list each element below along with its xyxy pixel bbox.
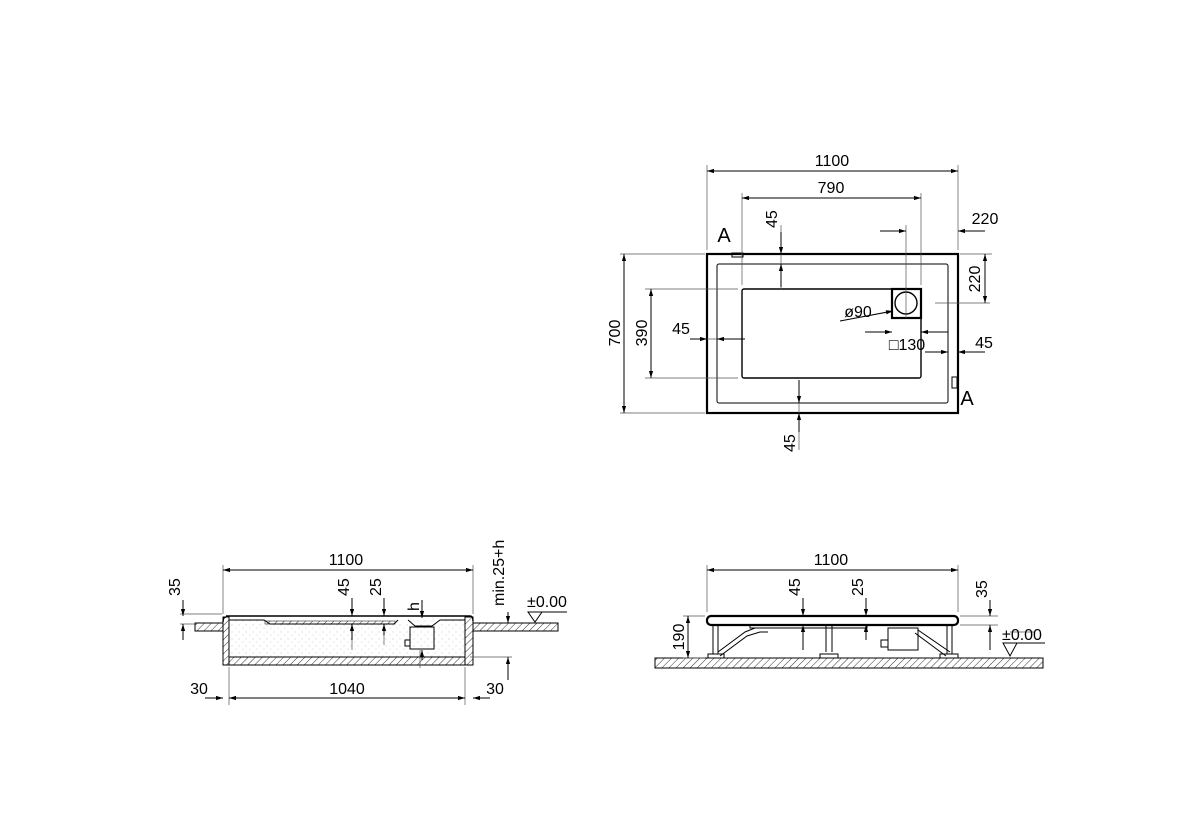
- section-dim-rim: 45: [336, 578, 353, 596]
- basin-outline: [741, 288, 922, 379]
- section-dim-width: 1100: [329, 552, 364, 569]
- drain-unit: [409, 626, 435, 650]
- dim-width: 1100: [815, 153, 850, 170]
- dim-rim-top: 45: [764, 210, 781, 228]
- section-level: ±0.00: [527, 594, 567, 611]
- side-dim-basin: 25: [850, 578, 867, 596]
- section-dim-gap-left: 30: [190, 681, 208, 698]
- side-view: 1100 45 25 35 190 ±0.00: [654, 552, 1045, 669]
- side-dim-width: 1100: [814, 552, 849, 569]
- dim-drain-diameter: ø90: [844, 304, 872, 321]
- section-dim-basin: 25: [368, 578, 385, 596]
- section-dim-h: h: [406, 602, 423, 611]
- side-level: ±0.00: [1002, 627, 1042, 644]
- tray-top: [222, 615, 474, 623]
- plan-view: 1100 790 220 A A 45 220 ø90 □130 45 700 …: [607, 153, 998, 452]
- side-level-symbol: [1002, 642, 1045, 658]
- dim-basin-depth: 390: [634, 320, 651, 347]
- dim-rim-right: 45: [975, 335, 993, 352]
- section-view: 1100 35 45 25 h min.25+h ±0.00 30 1040 3…: [167, 540, 567, 705]
- dim-rim-left: 45: [672, 321, 690, 338]
- dim-rim-bottom: 45: [782, 434, 799, 452]
- side-dim-total-height: 190: [671, 624, 688, 651]
- dim-depth: 700: [607, 320, 624, 347]
- section-label-a-bottom: A: [960, 388, 974, 410]
- section-marker-right: [951, 376, 958, 389]
- dim-drain-offset-y: 220: [967, 266, 984, 293]
- side-dim-rim: 45: [787, 578, 804, 596]
- section-marker-top: [731, 252, 744, 258]
- level-symbol: [527, 611, 567, 623]
- dim-drain-offset-x: 220: [972, 211, 999, 228]
- side-dim-height: 35: [974, 580, 991, 598]
- dim-drain-square: □130: [889, 337, 925, 354]
- section-dim-inner: 1040: [329, 681, 365, 698]
- tray-outline: [705, 252, 960, 415]
- dim-basin-width: 790: [818, 180, 845, 197]
- tray-inner-rim: [716, 263, 949, 404]
- section-dim-height: 35: [167, 578, 184, 596]
- section-label-a-top: A: [717, 225, 731, 247]
- tray-side: [705, 614, 960, 627]
- section-dim-min-depth: min.25+h: [491, 540, 508, 606]
- drain-square: [890, 287, 923, 320]
- section-dim-gap-right: 30: [486, 681, 504, 698]
